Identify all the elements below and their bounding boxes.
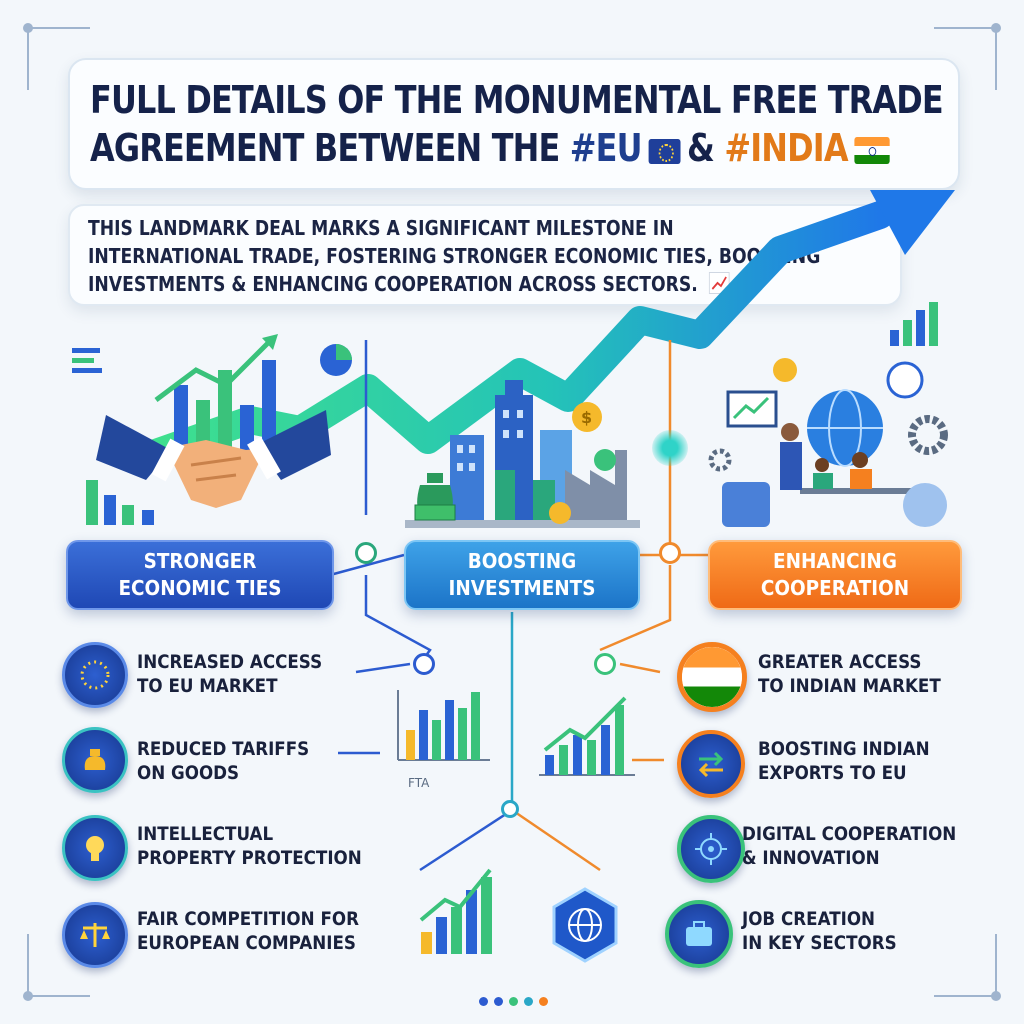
benefit-eu-4: FAIR COMPETITION FOR EUROPEAN COMPANIES bbox=[137, 907, 359, 955]
india-flag-icon bbox=[854, 137, 890, 164]
laptop-icon bbox=[726, 390, 778, 428]
benefit-india-1: GREATER ACCESS TO INDIAN MARKET bbox=[758, 650, 941, 698]
benefit-line-2: & INNOVATION bbox=[742, 847, 880, 869]
title-prefix: AGREEMENT BETWEEN THE bbox=[90, 126, 560, 170]
decorative-dot bbox=[479, 997, 488, 1006]
cooperation-illustration bbox=[708, 302, 948, 527]
glowing-node bbox=[652, 430, 688, 466]
benefit-india-4: JOB CREATION IN KEY SECTORS bbox=[742, 907, 897, 955]
pillar-line-1: ENHANCING bbox=[773, 549, 897, 573]
benefit-line-2: TO INDIAN MARKET bbox=[758, 675, 941, 697]
benefit-line-1: INTELLECTUAL bbox=[137, 823, 274, 845]
benefit-eu-3: INTELLECTUAL PROPERTY PROTECTION bbox=[137, 822, 362, 870]
pillar-enhancing-cooperation: ENHANCING COOPERATION bbox=[708, 540, 962, 610]
briefcase-icon bbox=[665, 900, 733, 968]
pillar-line-2: INVESTMENTS bbox=[448, 576, 596, 600]
pillar-line-1: STRONGER bbox=[143, 549, 257, 573]
benefit-line-2: EXPORTS TO EU bbox=[758, 762, 907, 784]
india-hashtag: #INDIA bbox=[724, 126, 848, 170]
intro-line-3-text: INVESTMENTS & ENHANCING COOPERATION ACRO… bbox=[88, 272, 698, 296]
fta-label: FTA bbox=[408, 776, 430, 790]
eu-stars-icon bbox=[62, 642, 128, 708]
circuit-brain-icon bbox=[677, 815, 745, 883]
exchange-arrows-icon bbox=[677, 730, 745, 798]
eu-flag-icon bbox=[648, 139, 681, 164]
benefit-eu-2: REDUCED TARIFFS ON GOODS bbox=[137, 737, 309, 785]
pillar-line-1: BOOSTING bbox=[467, 549, 577, 573]
svg-text:$: $ bbox=[581, 408, 592, 427]
connector-node bbox=[413, 653, 435, 675]
benefit-india-3: DIGITAL COOPERATION & INNOVATION bbox=[742, 822, 956, 870]
benefit-line-2: TO EU MARKET bbox=[137, 675, 278, 697]
gear-icon bbox=[708, 415, 948, 472]
eu-hashtag: #EU bbox=[569, 126, 643, 170]
lightbulb-icon bbox=[62, 815, 128, 881]
scales-icon bbox=[62, 902, 128, 968]
title-line-2: AGREEMENT BETWEEN THE #EU& #INDIA bbox=[90, 126, 890, 170]
benefit-india-2: BOOSTING INDIAN EXPORTS TO EU bbox=[758, 737, 930, 785]
pillar-line-2: COOPERATION bbox=[760, 576, 910, 600]
money-bag-icon bbox=[62, 727, 128, 793]
pillar-boosting-investments: BOOSTING INVESTMENTS bbox=[404, 540, 640, 610]
intro-line-1: THIS LANDMARK DEAL MARKS A SIGNIFICANT M… bbox=[88, 216, 674, 240]
hexagon-globe-icon bbox=[552, 887, 618, 963]
benefit-line-1: REDUCED TARIFFS bbox=[137, 738, 310, 760]
mini-bar-chart-bottom bbox=[419, 868, 492, 954]
title-line-1: FULL DETAILS OF THE MONUMENTAL FREE TRAD… bbox=[90, 78, 944, 122]
pillar-stronger-economic-ties: STRONGER ECONOMIC TIES bbox=[66, 540, 334, 610]
handshake-icon bbox=[96, 410, 331, 508]
connector-node bbox=[501, 800, 519, 818]
benefit-line-1: JOB CREATION bbox=[742, 908, 876, 930]
benefit-line-1: BOOSTING INDIAN bbox=[758, 738, 930, 760]
benefit-line-1: DIGITAL COOPERATION bbox=[742, 823, 957, 845]
benefit-line-1: GREATER ACCESS bbox=[758, 651, 922, 673]
connector-node bbox=[594, 653, 616, 675]
decorative-dot bbox=[539, 997, 548, 1006]
intro-line-2: INTERNATIONAL TRADE, FOSTERING STRONGER … bbox=[88, 244, 821, 268]
pillar-line-2: ECONOMIC TIES bbox=[118, 576, 282, 600]
right-bar-chart bbox=[890, 302, 938, 346]
decorative-dot bbox=[524, 997, 533, 1006]
intro-line-3: INVESTMENTS & ENHANCING COOPERATION ACRO… bbox=[88, 270, 862, 298]
benefit-line-2: IN KEY SECTORS bbox=[742, 932, 897, 954]
title-ampersand: & bbox=[687, 126, 715, 170]
decorative-dot bbox=[509, 997, 518, 1006]
globe-icon bbox=[807, 389, 883, 467]
left-bar-chart bbox=[72, 334, 278, 525]
benefit-line-2: PROPERTY PROTECTION bbox=[137, 847, 362, 869]
india-flag-icon bbox=[677, 642, 747, 712]
benefit-eu-1: INCREASED ACCESS TO EU MARKET bbox=[137, 650, 322, 698]
person-icon bbox=[780, 423, 872, 490]
title-card bbox=[68, 58, 960, 190]
decorative-dot bbox=[494, 997, 503, 1006]
trend-chart-icon bbox=[708, 272, 730, 294]
benefit-line-1: INCREASED ACCESS bbox=[137, 651, 323, 673]
city-investment-illustration: $ bbox=[405, 380, 640, 528]
mini-bar-chart-right bbox=[539, 696, 635, 776]
handshake-illustration bbox=[72, 334, 352, 525]
benefit-line-1: FAIR COMPETITION FOR bbox=[137, 908, 359, 930]
connector-node bbox=[659, 542, 681, 564]
pie-chart-icon bbox=[320, 344, 352, 376]
benefit-line-2: ON GOODS bbox=[137, 762, 240, 784]
connector-node bbox=[355, 542, 377, 564]
benefit-line-2: EUROPEAN COMPANIES bbox=[137, 932, 356, 954]
mini-bar-chart-left bbox=[397, 690, 490, 761]
coin-icon: $ bbox=[549, 402, 616, 524]
